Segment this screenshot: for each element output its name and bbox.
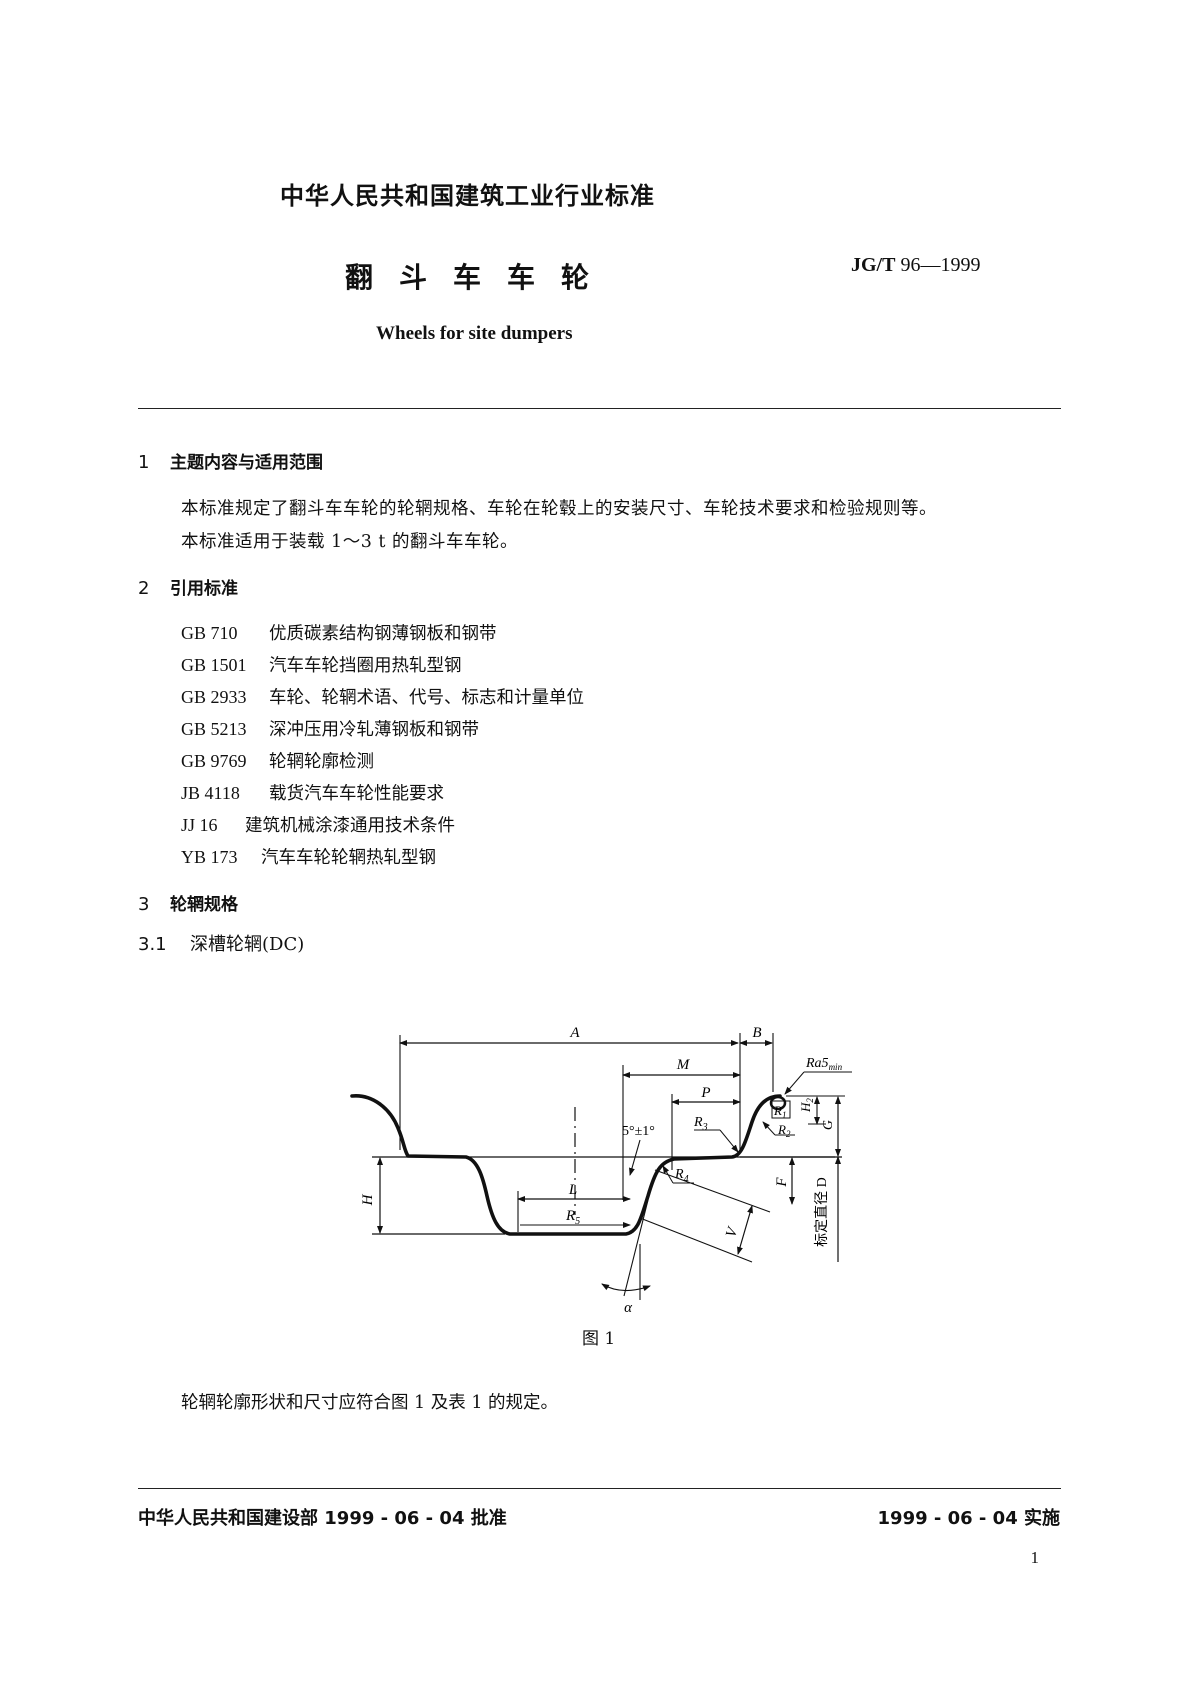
roughness-leader [784,1071,805,1095]
radius-symbol: R [674,1167,684,1182]
section-1-paragraph-2: 本标准适用于装载 1～3 t 的翻斗车车轮。 [181,532,518,552]
flange-angle-label: 5°±1° [622,1124,655,1139]
radius-symbol: R [565,1208,575,1224]
radius-label-r1: R1 [773,1103,786,1120]
reference-item: YB 173 汽车车轮轮辋热轧型钢 [181,844,436,869]
extension-line [623,1199,649,1297]
radius-label-r3: R3 [693,1115,708,1133]
section-number: 1 [138,452,150,473]
header-rule [138,408,1061,409]
nominal-diameter-label: 标定直径 D [813,1177,830,1247]
dimension-label-l: L [568,1182,577,1198]
radius-subscript: 2 [786,1129,791,1139]
reference-title: 汽车车轮轮辋热轧型钢 [261,848,436,868]
reference-code: GB 5213 [181,719,247,739]
standard-title-chinese: 翻斗车车轮 [345,261,616,294]
roughness-label: Ra5min [805,1056,843,1072]
angle-leader [629,1139,641,1176]
rim-profile-curve [350,1094,782,1236]
reference-title: 建筑机械涂漆通用技术条件 [245,816,455,836]
section-title: 轮辋规格 [170,895,238,915]
reference-code: GB 1501 [181,655,247,675]
standard-title-english: Wheels for site dumpers [376,323,573,344]
dimension-label-g: G [821,1120,836,1130]
roughness-subscript: min [829,1062,843,1072]
dimension-line-v [737,1205,753,1255]
dimension-label-p: P [700,1085,710,1101]
standard-number: JG/T 96—1999 [851,254,980,277]
dimension-label-f: F [774,1177,790,1188]
section-title: 主题内容与适用范围 [170,453,323,473]
reference-title: 载货汽车车轮性能要求 [269,784,444,804]
radius-symbol: R [773,1103,782,1118]
radius-label-r5: R5 [565,1208,580,1227]
footer-rule [138,1488,1061,1489]
reference-code: GB 710 [181,623,238,643]
reference-item: GB 2933 车轮、轮辋术语、代号、标志和计量单位 [181,684,584,709]
radius-label-r4: R4 [674,1167,689,1185]
issuing-authority-heading: 中华人民共和国建筑工业行业标准 [280,182,655,210]
reference-item: GB 1501 汽车车轮挡圈用热轧型钢 [181,652,462,677]
figure-note: 轮辋轮廓形状和尺寸应符合图 1 及表 1 的规定。 [181,1393,559,1413]
reference-code: JB 4118 [181,783,240,803]
dimension-label-b: B [752,1025,761,1041]
subsection-title: 深槽轮辋(DC) [190,934,305,955]
section-1-heading: 1 主题内容与适用范围 [138,448,323,473]
reference-title: 车轮、轮辋术语、代号、标志和计量单位 [269,688,584,708]
extension-line [639,1217,753,1263]
figure-caption: 图 1 [582,1329,616,1349]
subsection-number: 3.1 [138,934,167,955]
section-title: 引用标准 [170,579,238,599]
reference-code: GB 9769 [181,751,247,771]
implementation-date: 1999 - 06 - 04 实施 [877,1508,1060,1529]
radius-symbol: R [693,1115,703,1130]
rim-flange-bead [769,1095,787,1111]
section-number: 2 [138,578,150,599]
reference-item: JJ 16 建筑机械涂漆通用技术条件 [181,812,455,837]
dimension-symbol: H [798,1102,813,1113]
reference-title: 轮辋轮廓检测 [269,752,374,772]
extension-line [654,1169,771,1213]
alpha-label: α [624,1300,633,1316]
subsection-3-1-heading: 3.1 深槽轮辋(DC) [138,930,304,956]
section-2-heading: 2 引用标准 [138,574,238,599]
radius-subscript: 3 [702,1122,708,1133]
reference-code: GB 2933 [181,687,247,707]
radius-leader-r3 [719,1129,739,1153]
dimension-label-v: V [723,1224,742,1239]
radius-leader-r2 [762,1121,776,1136]
radius-box-r1 [771,1100,791,1119]
section-3-heading: 3 轮辋规格 [138,890,238,915]
reference-title: 汽车车轮挡圈用热轧型钢 [269,656,462,676]
dimension-label-a: A [569,1025,580,1041]
reference-item: GB 710 优质碳素结构钢薄钢板和钢带 [181,620,497,645]
radius-label-r2: R2 [777,1122,791,1139]
standard-year: 96—1999 [900,254,981,276]
dimension-subscript: 2 [805,1098,815,1103]
radius-subscript: 1 [782,1110,787,1120]
radius-subscript: 5 [575,1216,580,1227]
page-number: 1 [1030,1548,1040,1567]
reference-title: 优质碳素结构钢薄钢板和钢带 [269,624,497,644]
radius-subscript: 4 [684,1174,689,1185]
reference-item: GB 9769 轮辋轮廓检测 [181,748,374,773]
section-number: 3 [138,894,150,915]
reference-code: JJ 16 [181,815,218,835]
reference-item: JB 4118 载货汽车车轮性能要求 [181,780,444,805]
standard-code: JG/T [851,254,896,276]
reference-item: GB 5213 深冲压用冷轧薄钢板和钢带 [181,716,479,741]
dimension-label-h: H [360,1193,376,1206]
dimension-label-m: M [676,1057,691,1073]
roughness-value: Ra5 [805,1056,829,1071]
approval-statement: 中华人民共和国建设部 1999 - 06 - 04 批准 [138,1508,507,1529]
alpha-arc [601,1283,651,1292]
section-1-paragraph-1: 本标准规定了翻斗车车轮的轮辋规格、车轮在轮毂上的安装尺寸、车轮技术要求和检验规则… [181,499,937,519]
radius-symbol: R [777,1122,786,1137]
dimension-label-h2: H2 [798,1098,815,1113]
reference-code: YB 173 [181,847,238,867]
reference-title: 深冲压用冷轧薄钢板和钢带 [269,720,479,740]
